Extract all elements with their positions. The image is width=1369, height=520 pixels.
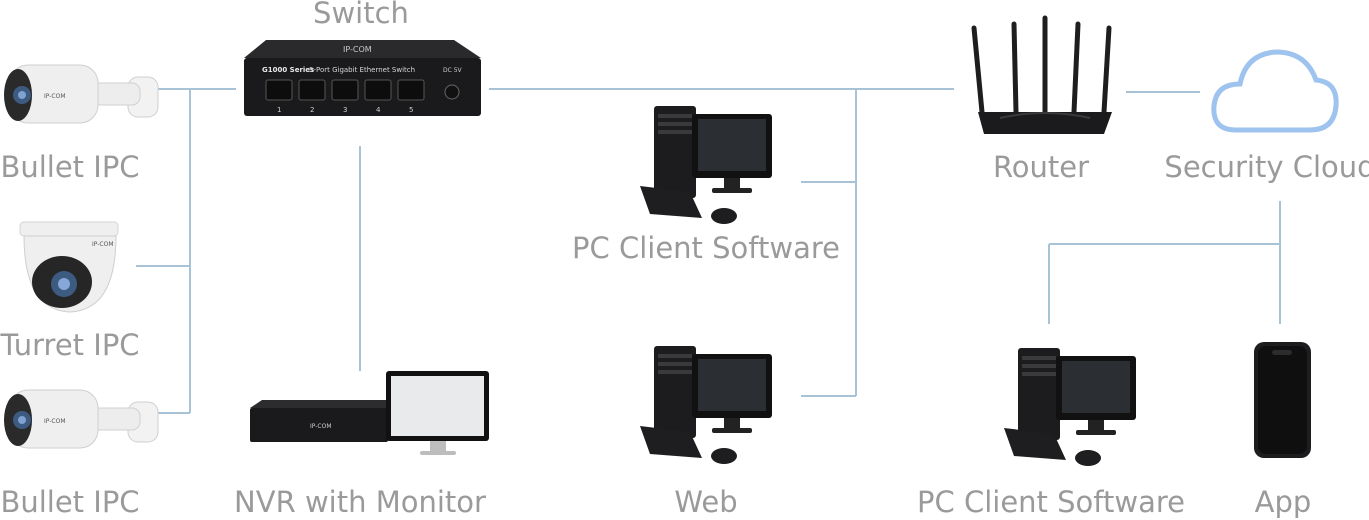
switch-brand: IP-COM (343, 45, 372, 54)
nvr-brand: IP-COM (310, 423, 332, 430)
label-pc-client-software-right: PC Client Software (917, 485, 1185, 519)
desktop-pc-icon (640, 346, 772, 464)
bullet-camera-icon (3, 64, 159, 124)
switch-port-1: 1 (277, 106, 281, 114)
switch-power-text: DC 5V (443, 67, 463, 74)
label-app: App (1254, 485, 1312, 519)
label-router: Router (992, 150, 1090, 184)
label-bullet-ipc-top: Bullet IPC (0, 150, 140, 184)
label-web: Web (674, 485, 738, 519)
switch-model-text: 5-Port Gigabit Ethernet Switch (309, 66, 415, 74)
label-turret-ipc: Turret IPC (0, 328, 140, 362)
connection-lines (136, 88, 1281, 414)
router-icon (971, 15, 1112, 134)
label-pc-client-software-mid: PC Client Software (572, 231, 840, 265)
desktop-pc-icon (1004, 348, 1136, 466)
turret-brand: IP-COM (92, 241, 114, 248)
switch-port-4: 4 (376, 106, 381, 114)
label-security-cloud: Security Cloud (1164, 150, 1369, 184)
switch-port-2: 2 (310, 106, 314, 114)
turret-camera-icon: IP-COM (19, 221, 119, 313)
desktop-pc-icon (640, 106, 772, 224)
switch-port-5: 5 (409, 106, 413, 114)
label-bullet-ipc-bottom: Bullet IPC (0, 485, 140, 519)
cloud-icon (1211, 49, 1339, 133)
switch-icon: IP-COM G1000 Series 5-Port Gigabit Ether… (244, 40, 481, 116)
label-switch: Switch (313, 0, 409, 30)
monitor-icon (386, 371, 489, 455)
bullet-camera-icon (3, 389, 159, 449)
label-nvr-with-monitor: NVR with Monitor (234, 485, 486, 519)
switch-series: G1000 Series (262, 66, 314, 74)
camera-brand-top: IP-COM (44, 93, 66, 100)
smartphone-icon (1254, 342, 1311, 458)
camera-brand-bottom: IP-COM (44, 418, 66, 425)
switch-port-3: 3 (343, 106, 347, 114)
nvr-icon: IP-COM (250, 400, 400, 442)
